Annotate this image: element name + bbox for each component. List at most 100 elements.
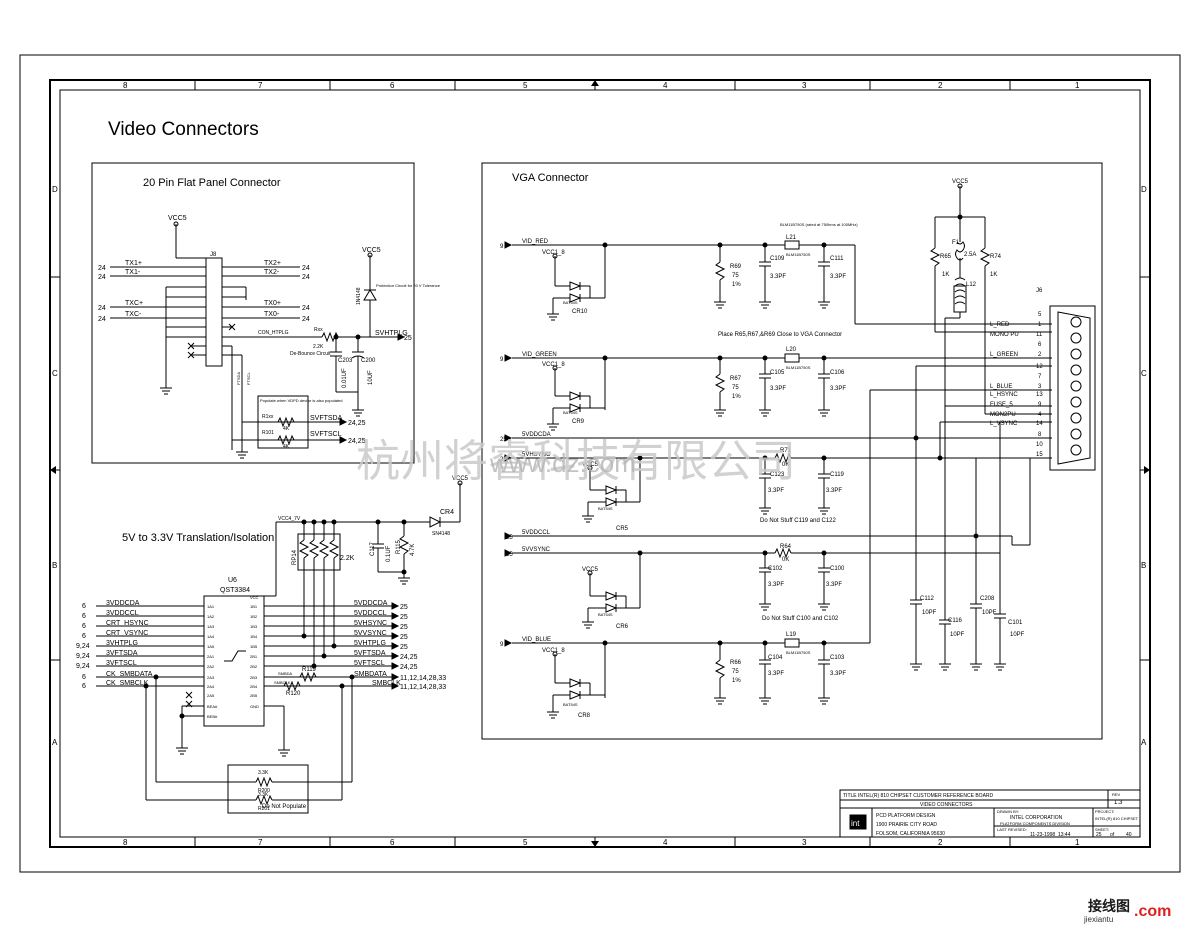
svhtplg-page: 25 [404, 335, 412, 342]
u6-pin-in-1: 1A2 [207, 614, 215, 619]
blue-r: R66 [730, 660, 742, 666]
r65-ref: R65 [940, 254, 952, 260]
green-c2-val: 3.3PF [830, 386, 846, 392]
u6-pin-out-5: 2B1 [250, 654, 258, 659]
vsync-r-val: 0K [782, 557, 789, 563]
ftscl-label: FTSCL [246, 372, 251, 385]
blue-page: 9 [500, 642, 504, 648]
j6-name-7: MON2PU [990, 412, 1016, 418]
vsync-c1-val: 3.3PF [768, 582, 784, 588]
debounce-label: De-Bounce Circuit [290, 351, 331, 357]
r101-ref: R101 [262, 430, 274, 436]
c116-ref: C116 [948, 618, 963, 624]
u6-pin-out-8: 2B4 [250, 684, 258, 689]
j6-pin-2: 2 [1038, 352, 1042, 358]
green-vcc: VCC1_8 [542, 362, 565, 368]
vsync-vcc: VCC5 [582, 567, 599, 573]
blue-c1: C104 [768, 655, 783, 661]
zone-row-left-b: B [52, 561, 57, 570]
tr-right-name-3: 5VVSYNC [354, 630, 387, 637]
translation-vcc: VCC5 [452, 476, 469, 482]
hsync-diode: BAT54S [598, 506, 613, 511]
zone-col-bottom-8: 8 [123, 838, 128, 847]
smbda-label: SMBDA [278, 671, 293, 676]
j6-extra-pin-6: 6 [1038, 342, 1042, 348]
cr4-part: SN4148 [432, 531, 450, 537]
tr-right-name-4: 5VHTPLG [354, 640, 386, 647]
tb-sheet-label: SHEET: [1095, 827, 1109, 832]
corner-logo-dotcom: .com [1134, 903, 1171, 920]
vsync-cr: CR6 [616, 624, 629, 630]
zone-col-top-3: 3 [802, 81, 807, 90]
tr-right-name-7: SMBDATA [354, 671, 387, 678]
con-htplg-label: CON_HTPLG [258, 330, 289, 336]
red-c1: C109 [770, 256, 785, 262]
tb-project: PROJECT: [1095, 809, 1114, 814]
fp-left-num-2: 24 [98, 305, 106, 312]
fp-right-num-1: 24 [302, 274, 310, 281]
c117-ref: C117 [370, 541, 376, 556]
vcc-net-label: VCC4_7V [278, 516, 301, 522]
j6-pin-0: 1 [1038, 322, 1042, 328]
j6-name-0: L_RED [990, 322, 1010, 328]
tr-left-page-1: 6 [82, 613, 86, 620]
tb-date: 11-23-1998_13:44 [1030, 832, 1071, 838]
smbclk-label: SMBCLK [274, 680, 291, 685]
zone-col-bottom-2: 2 [938, 838, 943, 847]
rxx-value: 2.2K [313, 344, 324, 350]
np-ref1: R200 [258, 788, 270, 794]
svftscl-pages: 24,25 [348, 438, 366, 445]
vsync-r: R64 [780, 544, 792, 550]
j6-name-6: FUSE_5 [990, 402, 1013, 408]
watermark-url: www.dz.com [489, 448, 636, 478]
zone-col-top-2: 2 [938, 81, 943, 90]
red-page: 9 [500, 244, 504, 250]
zone-col-top-5: 5 [523, 81, 528, 90]
svftsda-label: SVFTSDA [310, 415, 343, 422]
tr-right-name-1: 5VDDCCL [354, 610, 387, 617]
zone-col-bottom-7: 7 [258, 838, 263, 847]
u6-pin-out-4: 1B5 [250, 644, 258, 649]
tb-sheet-of: of [1110, 832, 1115, 838]
red-l: L21 [786, 235, 797, 241]
fp-right-name-3: TX0- [264, 311, 280, 318]
flat-panel-labels: 20 Pin Flat Panel Connector VCC5 J8 24 T… [98, 177, 441, 450]
tb-company: INTEL CORPORATION [1010, 815, 1063, 821]
zone-row-left-a: A [52, 738, 58, 747]
r101-value: 4K [283, 444, 290, 450]
hsync-c2-val: 3.3PF [826, 488, 842, 494]
j6-pin-8: 14 [1036, 421, 1043, 427]
tr-left-page-0: 6 [82, 603, 86, 610]
r115-value: 4.7K [410, 544, 416, 556]
tr-right-page-7: 11,12,14,28,33 [400, 675, 446, 682]
u6-pin-bea: BEA# [207, 704, 218, 709]
tr-left-page-6: 9,24 [76, 663, 90, 670]
green-diode: BAT54S [563, 410, 578, 415]
u6-pin-vcc: VCC [250, 595, 259, 600]
tr-left-name-1: 3VDDCCL [106, 610, 139, 617]
tr-right-page-3: 25 [400, 634, 408, 641]
tb-division: PLATFORM COMPONENTS DIVISION [1000, 821, 1070, 826]
u6-ref: U6 [228, 577, 237, 584]
zone-col-top-7: 7 [258, 81, 263, 90]
j6-name-1: MONO PU [990, 332, 1019, 338]
tr-left-name-0: 3VDDCDA [106, 600, 140, 607]
u6-pin-in-2: 1A3 [207, 624, 215, 629]
tr-right-page-4: 25 [400, 644, 408, 651]
title-block-labels: TITLE INTEL(R) 810 CHIPSET CUSTOMER REFE… [843, 792, 1139, 838]
np-r1-value: 3.3K [258, 770, 269, 776]
hsync-net: 5VHSYNC [522, 452, 551, 458]
u6-pin-in-6: 2A2 [207, 664, 215, 669]
fp-right-name-1: TX2- [264, 269, 280, 276]
j6-pin-1: 11 [1036, 332, 1043, 338]
tr-right-page-1: 25 [400, 614, 408, 621]
j6-pin-6: 9 [1038, 402, 1042, 408]
c200-value: 10UF [368, 370, 374, 385]
green-net: VID_GREEN [522, 352, 557, 358]
frame-center-arrows [50, 80, 1150, 847]
u6-pin-in-9: 2A5 [207, 693, 215, 698]
green-c2: C106 [830, 370, 845, 376]
tr-right-page-5: 24,25 [400, 654, 418, 661]
j6-name-4: L_BLUE [990, 384, 1012, 390]
